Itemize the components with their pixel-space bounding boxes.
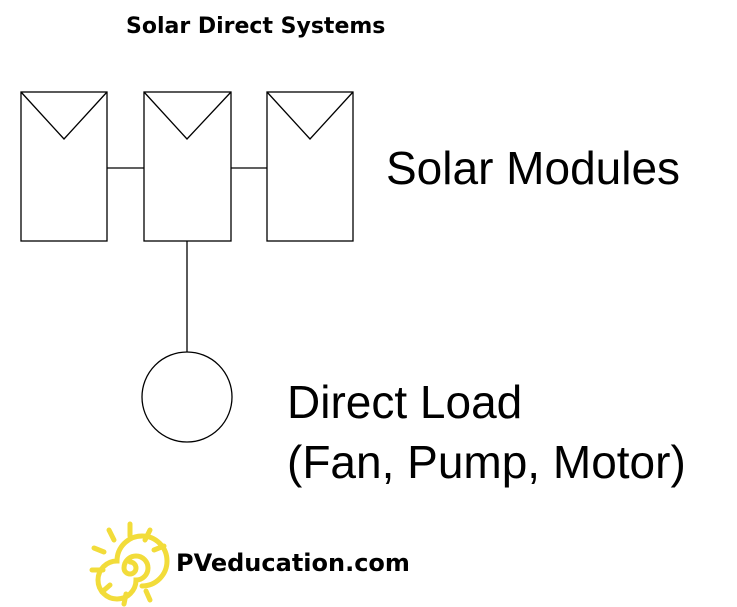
load-circle-icon [141,351,233,443]
solar-module-3 [266,91,354,242]
direct-load-label-line1: Direct Load [287,376,523,428]
diagram-title: Solar Direct Systems [126,14,386,39]
solar-modules-label: Solar Modules [386,142,681,194]
direct-load-label-line2: (Fan, Pump, Motor) [287,436,686,488]
solar-module-1 [20,91,108,242]
solar-module-2 [143,91,232,242]
brand-link[interactable]: PVeducation.com [176,549,410,577]
direct-load-label: Direct Load (Fan, Pump, Motor) [287,372,686,492]
sun-spiral-icon [89,521,170,607]
